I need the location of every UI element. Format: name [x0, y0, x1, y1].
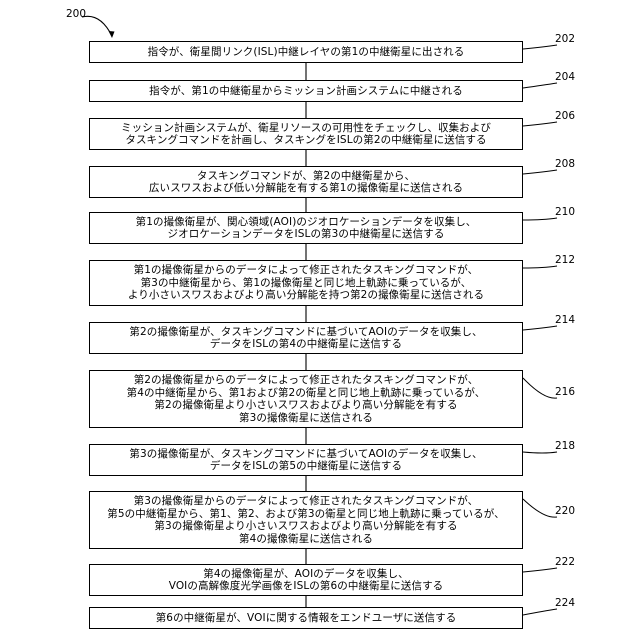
leader-line-220	[523, 499, 557, 517]
figure-number-arrow	[82, 16, 112, 36]
figure-number: 200	[66, 8, 86, 20]
step-ref-222: 222	[555, 556, 575, 568]
step-box-212: 第1の撮像衛星からのデータによって修正されたタスキングコマンドが、 第3の中継衛…	[89, 260, 523, 306]
step-text-202: 指令が、衛星間リンク(ISL)中継レイヤの第1の中継衛星に出される	[148, 46, 465, 59]
leader-line-218	[523, 452, 557, 453]
figure-number-arrowhead	[109, 31, 115, 38]
leader-line-206	[523, 122, 557, 126]
leader-line-222	[523, 568, 557, 572]
step-box-204: 指令が、第1の中継衛星からミッション計画システムに中継される	[89, 80, 523, 102]
leader-line-214	[523, 326, 557, 330]
step-text-208: タスキングコマンドが、第2の中継衛星から、 広いスワスおよび低い分解能を有する第…	[149, 170, 463, 195]
step-ref-204: 204	[555, 71, 575, 83]
leader-line-216	[523, 378, 557, 398]
leader-line-204	[523, 83, 557, 88]
step-ref-218: 218	[555, 440, 575, 452]
step-text-212: 第1の撮像衛星からのデータによって修正されたタスキングコマンドが、 第3の中継衛…	[128, 264, 484, 302]
step-text-206: ミッション計画システムが、衛星リソースの可用性をチェックし、収集および タスキン…	[121, 122, 491, 147]
step-box-206: ミッション計画システムが、衛星リソースの可用性をチェックし、収集および タスキン…	[89, 118, 523, 150]
step-box-218: 第3の撮像衛星が、タスキングコマンドに基づいてAOIのデータを収集し、 データを…	[89, 444, 523, 476]
step-box-202: 指令が、衛星間リンク(ISL)中継レイヤの第1の中継衛星に出される	[89, 41, 523, 63]
step-text-210: 第1の撮像衛星が、関心領域(AOI)のジオロケーションデータを収集し、 ジオロケ…	[136, 216, 477, 241]
step-text-218: 第3の撮像衛星が、タスキングコマンドに基づいてAOIのデータを収集し、 データを…	[129, 448, 482, 473]
leader-line-208	[523, 170, 557, 174]
step-text-204: 指令が、第1の中継衛星からミッション計画システムに中継される	[149, 85, 463, 98]
step-box-224: 第6の中継衛星が、VOIに関する情報をエンドユーザに送信する	[89, 607, 523, 629]
leader-line-202	[523, 45, 557, 49]
step-ref-202: 202	[555, 33, 575, 45]
step-text-214: 第2の撮像衛星が、タスキングコマンドに基づいてAOIのデータを収集し、 データを…	[129, 326, 482, 351]
step-ref-208: 208	[555, 158, 575, 170]
step-ref-214: 214	[555, 314, 575, 326]
step-text-216: 第2の撮像衛星からのデータによって修正されたタスキングコマンドが、 第4の中継衛…	[127, 374, 486, 424]
step-box-222: 第4の撮像衛星が、AOIのデータを収集し、 VOIの高解像度光学画像をISLの第…	[89, 564, 523, 596]
step-text-224: 第6の中継衛星が、VOIに関する情報をエンドユーザに送信する	[156, 612, 457, 625]
leader-line-224	[523, 609, 557, 615]
leader-line-210	[523, 218, 557, 220]
step-ref-224: 224	[555, 597, 575, 609]
step-ref-210: 210	[555, 206, 575, 218]
step-box-220: 第3の撮像衛星からのデータによって修正されたタスキングコマンドが、 第5の中継衛…	[89, 491, 523, 549]
step-ref-216: 216	[555, 386, 575, 398]
leader-line-212	[523, 266, 557, 268]
step-box-210: 第1の撮像衛星が、関心領域(AOI)のジオロケーションデータを収集し、 ジオロケ…	[89, 212, 523, 244]
step-box-216: 第2の撮像衛星からのデータによって修正されたタスキングコマンドが、 第4の中継衛…	[89, 370, 523, 428]
step-text-222: 第4の撮像衛星が、AOIのデータを収集し、 VOIの高解像度光学画像をISLの第…	[169, 568, 444, 593]
step-box-214: 第2の撮像衛星が、タスキングコマンドに基づいてAOIのデータを収集し、 データを…	[89, 322, 523, 354]
step-ref-206: 206	[555, 110, 575, 122]
step-text-220: 第3の撮像衛星からのデータによって修正されたタスキングコマンドが、 第5の中継衛…	[107, 495, 504, 545]
step-box-208: タスキングコマンドが、第2の中継衛星から、 広いスワスおよび低い分解能を有する第…	[89, 166, 523, 198]
step-ref-212: 212	[555, 254, 575, 266]
step-ref-220: 220	[555, 505, 575, 517]
